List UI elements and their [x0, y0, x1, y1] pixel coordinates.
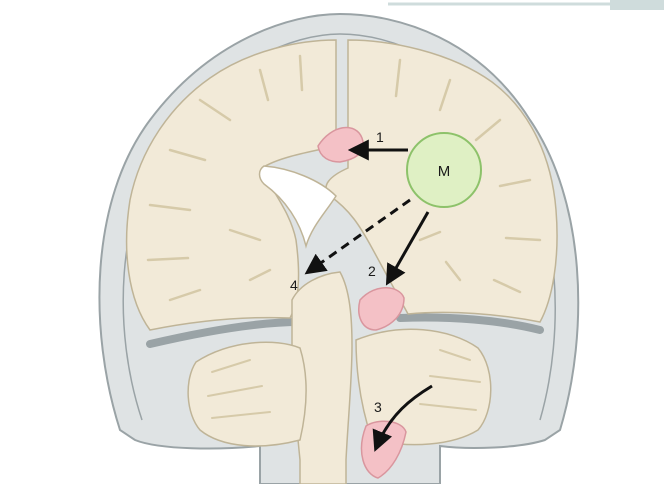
- arrow-2: [385, 211, 430, 286]
- label-4: 4: [290, 277, 298, 293]
- tentorium: [146, 313, 544, 348]
- arrow-3: [372, 384, 433, 452]
- mass-label: M: [438, 163, 451, 180]
- uncal-herniation: [358, 287, 405, 331]
- header-decoration: [388, 0, 664, 10]
- arrow-4-dashed: [304, 198, 411, 275]
- mass-lesion: [406, 132, 482, 208]
- cerebellar-folia: [207, 349, 481, 419]
- label-1: 1: [376, 129, 384, 145]
- label-2: 2: [368, 263, 376, 279]
- lateral-ventricle: [258, 165, 337, 249]
- label-3: 3: [374, 399, 382, 415]
- cerebellum: [187, 328, 492, 447]
- sulci: [146, 54, 542, 302]
